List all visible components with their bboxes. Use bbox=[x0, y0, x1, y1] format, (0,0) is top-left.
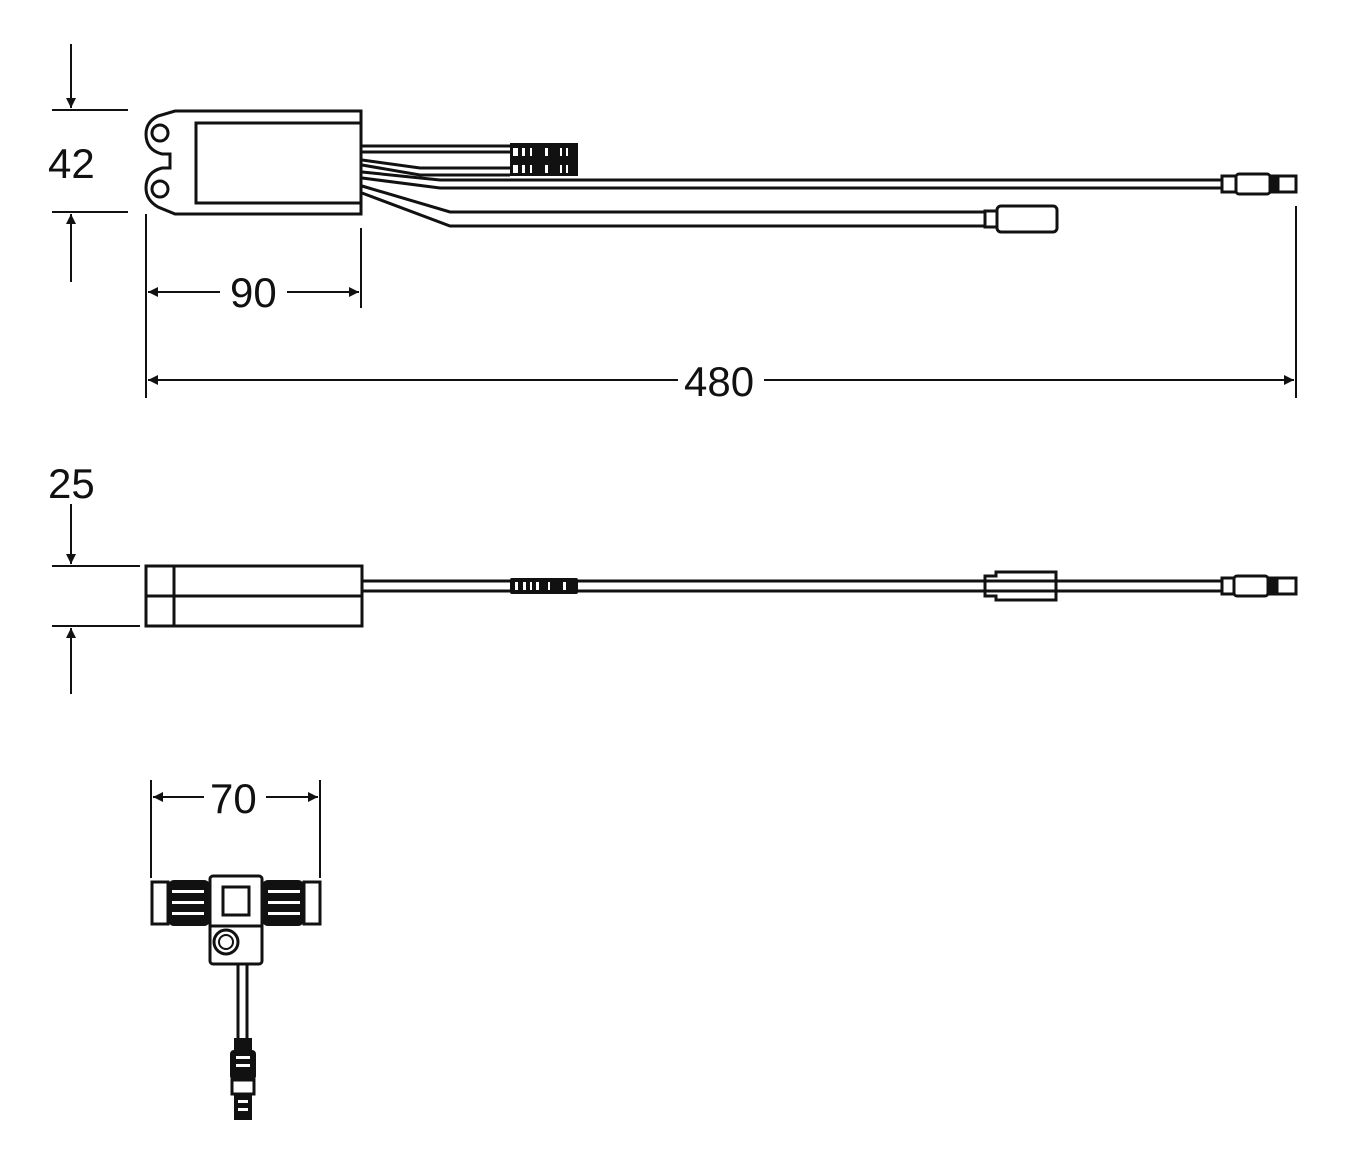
dimension-width-70: 70 bbox=[150, 775, 321, 878]
side-view: 25 bbox=[48, 460, 1298, 694]
t-connector-plug bbox=[230, 1038, 256, 1120]
dimension-thickness-25: 25 bbox=[48, 460, 140, 694]
socket-connector bbox=[983, 204, 1059, 234]
dimension-label-42: 42 bbox=[48, 140, 95, 187]
dimension-label-25: 25 bbox=[48, 460, 95, 507]
cable-side bbox=[362, 579, 1222, 593]
t-connector-cable bbox=[236, 964, 249, 1040]
dimension-height-42: 42 bbox=[48, 44, 128, 282]
plug-connector-right bbox=[1220, 172, 1298, 196]
t-connector-body bbox=[150, 874, 322, 966]
dimension-length-90: 90 bbox=[145, 214, 362, 398]
cables-top bbox=[361, 144, 1222, 228]
plug-connector-side bbox=[1220, 574, 1298, 598]
dimension-label-90: 90 bbox=[230, 269, 277, 316]
mounting-hole-icon bbox=[150, 179, 170, 199]
dual-connector bbox=[510, 143, 578, 176]
control-box-side bbox=[144, 564, 364, 628]
inline-connector-side bbox=[510, 578, 578, 594]
dimension-label-70: 70 bbox=[210, 775, 257, 822]
dimension-label-480: 480 bbox=[684, 358, 754, 405]
dimension-length-480: 480 bbox=[148, 206, 1297, 405]
t-connector-view: 70 bbox=[150, 775, 322, 1120]
control-box-top bbox=[144, 109, 363, 216]
top-view: 42 90 480 bbox=[48, 44, 1298, 405]
mounting-hole-icon bbox=[150, 123, 170, 143]
clip-connector-side bbox=[983, 570, 1058, 602]
